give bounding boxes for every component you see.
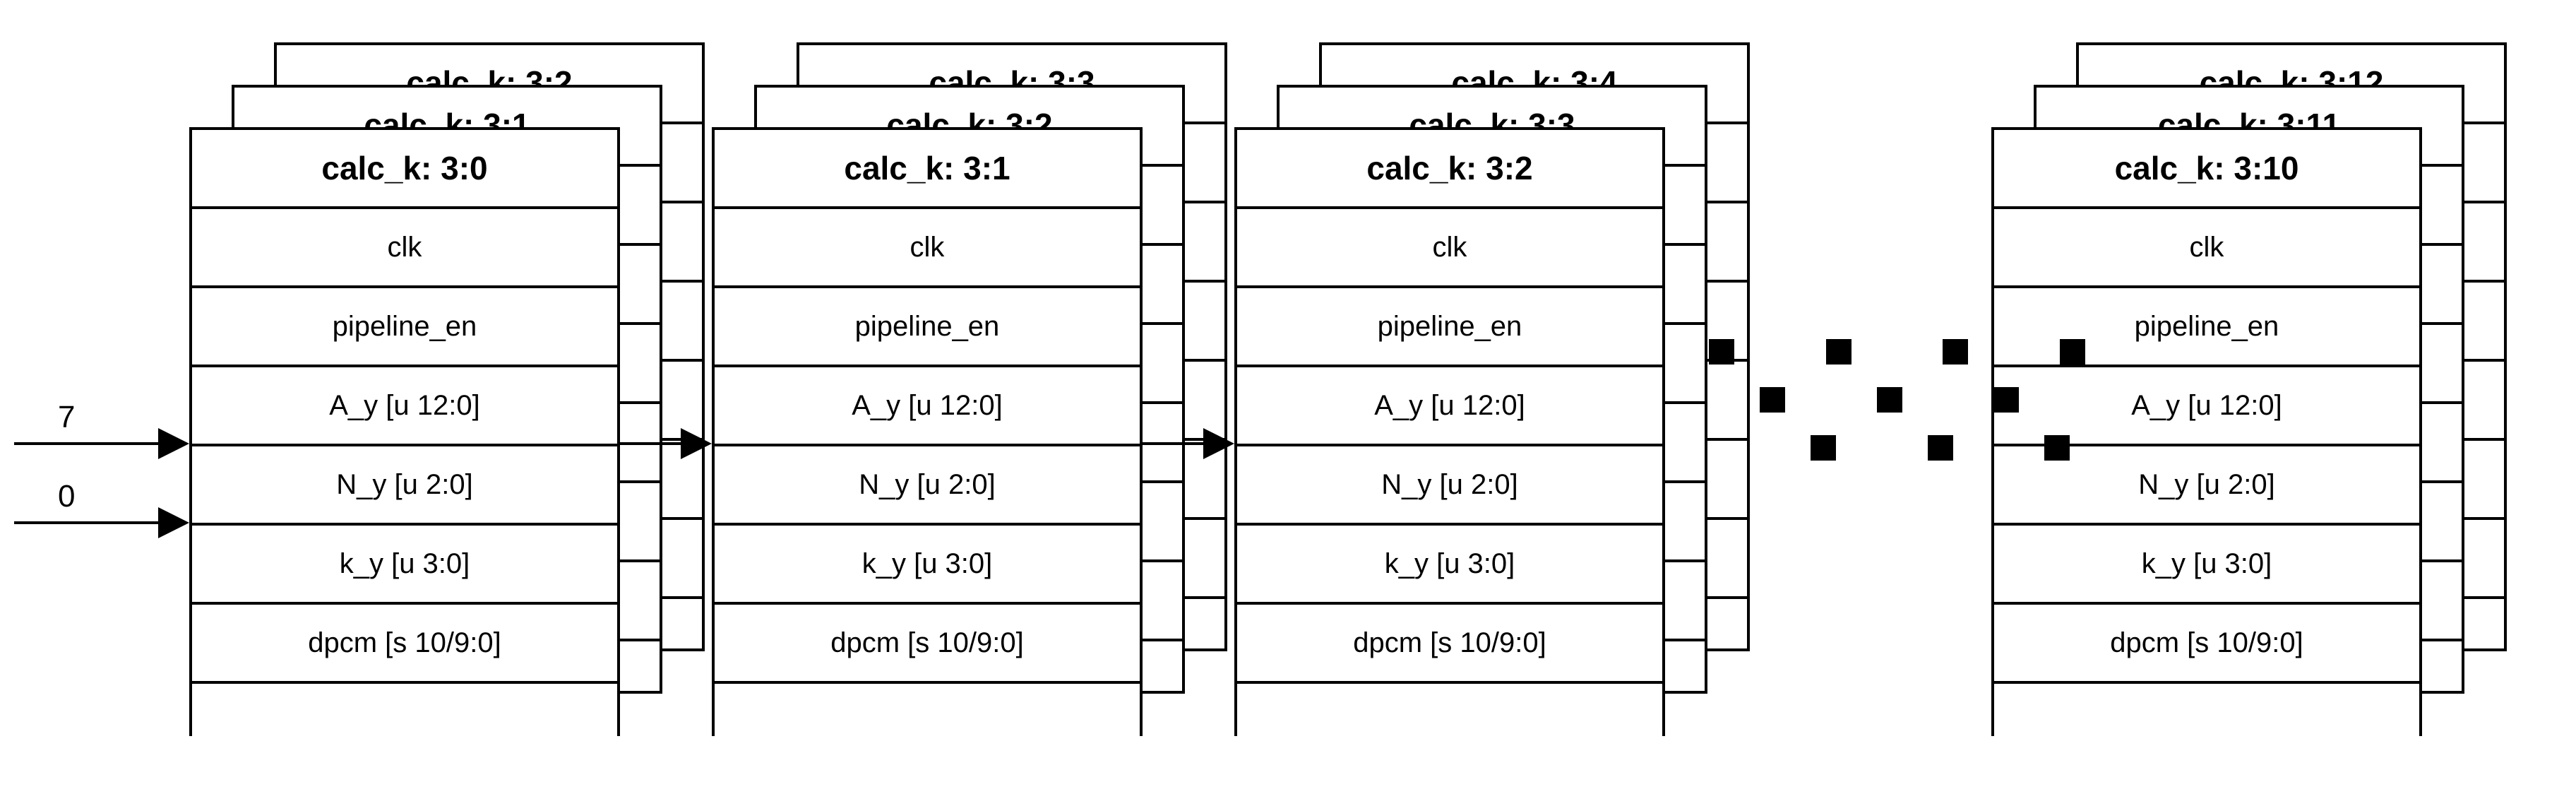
input-signal-arrowhead: [158, 507, 189, 538]
module-card-port-row: N_y [u 2:0]: [192, 446, 617, 526]
module-card-port-row: clk: [1237, 209, 1662, 288]
ellipsis-dot: [1825, 339, 1852, 365]
module-card-port-row: N_y [u 2:0]: [1237, 446, 1662, 526]
module-card-row-blank: [1237, 684, 1662, 739]
ellipsis-dot: [1876, 387, 1902, 413]
module-card-port-row: clk: [1994, 209, 2419, 288]
module-card-port-row: k_y [u 3:0]: [1237, 526, 1662, 605]
module-card-title: calc_k: 3:10: [1994, 130, 2419, 209]
module-card-row-blank: [715, 684, 1140, 739]
input-signal-label: 0: [58, 479, 76, 514]
module-card-title: calc_k: 3:0: [192, 130, 617, 209]
module-card-port-row: k_y [u 3:0]: [1994, 526, 2419, 605]
module-card-port-row: pipeline_en: [1994, 288, 2419, 367]
ellipsis-dot: [1943, 339, 1969, 365]
ellipsis-dot: [1811, 435, 1836, 461]
input-signal-wire: [14, 442, 161, 445]
ellipsis-dot: [1993, 387, 2020, 413]
module-card-port-row: clk: [715, 209, 1140, 288]
module-card-port-row: k_y [u 3:0]: [715, 526, 1140, 605]
module-connector-wire: [1143, 442, 1206, 445]
module-card-port-row: k_y [u 3:0]: [192, 526, 617, 605]
module-card-port-row: A_y [u 12:0]: [192, 367, 617, 446]
module-card-port-row: dpcm [s 10/9:0]: [1237, 605, 1662, 684]
module-card-port-row: dpcm [s 10/9:0]: [192, 605, 617, 684]
module-card-port-row: pipeline_en: [715, 288, 1140, 367]
ellipsis-dot: [1709, 339, 1734, 365]
ellipsis-dot: [1927, 435, 1953, 461]
module-card-port-row: clk: [192, 209, 617, 288]
module-connector-arrowhead: [681, 428, 712, 459]
module-card-port-row: A_y [u 12:0]: [1994, 367, 2419, 446]
module-card-port-row: dpcm [s 10/9:0]: [715, 605, 1140, 684]
ellipsis-dot: [2059, 339, 2085, 365]
module-card-port-row: pipeline_en: [1237, 288, 1662, 367]
ellipsis-dot: [2044, 435, 2070, 461]
module-card-row-blank: [192, 684, 617, 739]
module-card-port-row: A_y [u 12:0]: [715, 367, 1140, 446]
ellipsis-dot: [1760, 387, 1785, 413]
input-signal-label: 7: [58, 400, 76, 434]
module-card-port-row: A_y [u 12:0]: [1237, 367, 1662, 446]
module-connector-wire: [620, 442, 684, 445]
input-signal-wire: [14, 521, 161, 524]
module-connector-arrowhead: [1203, 428, 1234, 459]
module-card-title: calc_k: 3:1: [715, 130, 1140, 209]
module-card-port-row: pipeline_en: [192, 288, 617, 367]
module-card-port-row: dpcm [s 10/9:0]: [1994, 605, 2419, 684]
module-card-row-blank: [1994, 684, 2419, 739]
module-card-title: calc_k: 3:2: [1237, 130, 1662, 209]
module-card-port-row: N_y [u 2:0]: [715, 446, 1140, 526]
input-signal-arrowhead: [158, 428, 189, 459]
